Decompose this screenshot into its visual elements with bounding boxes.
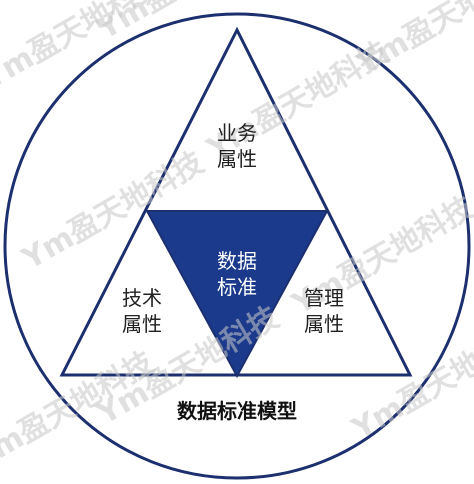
watermark-text: Ym盈天地科技 <box>346 315 474 447</box>
center-label-line1: 数据 <box>217 249 257 273</box>
right-label-line2: 属性 <box>304 312 344 336</box>
diagram-title: 数据标准模型 <box>177 399 297 423</box>
right-label-line1: 管理 <box>304 286 344 310</box>
center-inverted-triangle <box>145 210 329 379</box>
top-label-line2: 属性 <box>217 147 257 171</box>
credit-text: 知乎 @老王Talk <box>372 456 466 472</box>
left-label-line1: 技术 <box>122 286 162 310</box>
center-label-line2: 标准 <box>217 275 257 299</box>
left-label-line2: 属性 <box>122 312 162 336</box>
top-label-line1: 业务 <box>217 121 257 145</box>
outer-circle <box>3 12 471 480</box>
